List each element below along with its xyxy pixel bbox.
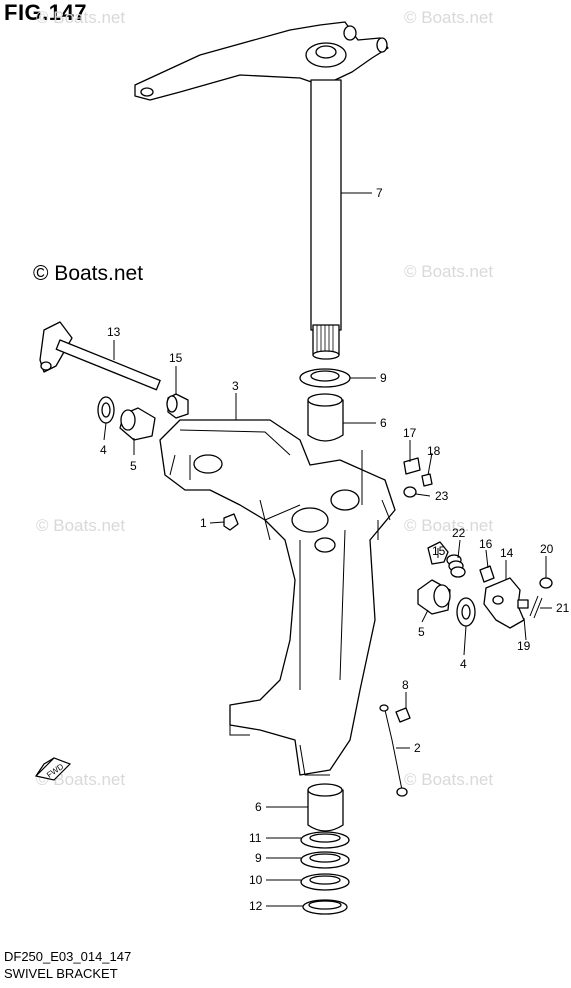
tilt-bushing-right (417, 579, 451, 615)
fwd-arrow-icon: FWD (34, 757, 72, 781)
callout-16: 16 (479, 537, 493, 551)
callout-labels: 7 9 6 3 13 15 4 5 1 17 18 23 15 22 16 14… (100, 186, 570, 913)
callout-22: 22 (452, 526, 466, 540)
watermark: © Boats.net (404, 516, 494, 535)
callout-8: 8 (402, 678, 409, 692)
figure-caption: SWIVEL BRACKET (4, 966, 118, 981)
leader-lines (103, 192, 552, 907)
spring (446, 554, 466, 578)
callout-1: 1 (200, 516, 207, 530)
tilt-rod (39, 321, 161, 391)
nut (539, 577, 553, 589)
washer-10 (300, 873, 350, 891)
washer-left (97, 396, 115, 424)
callout-18: 18 (427, 444, 441, 458)
callout-11: 11 (249, 831, 262, 845)
ground-wire (379, 704, 408, 797)
callout-10: 10 (249, 873, 263, 887)
tilt-bushing-left (119, 407, 156, 441)
screw (421, 473, 433, 487)
washer-9 (300, 851, 350, 869)
callout-7: 7 (376, 186, 383, 200)
tilt-lock-lever (483, 577, 529, 629)
steering-arm (134, 21, 389, 101)
callout-21: 21 (556, 601, 570, 615)
figure-title: FIG.147 (4, 0, 87, 25)
callout-14: 14 (500, 546, 514, 560)
watermark: © Boats.net (36, 516, 126, 535)
steering-shaft (310, 79, 342, 360)
bolt (395, 707, 411, 723)
spring-hook (403, 486, 417, 498)
callout-6: 6 (380, 416, 387, 430)
callout-5: 5 (130, 459, 137, 473)
callout-3: 3 (232, 379, 239, 393)
callout-15b: 15 (432, 544, 446, 558)
callout-12: 12 (249, 899, 263, 913)
grease-nipple (223, 513, 239, 531)
callout-15: 15 (169, 351, 183, 365)
clip (403, 457, 421, 475)
washer-right (456, 597, 476, 627)
callout-17: 17 (403, 426, 417, 440)
watermark: © Boats.net (404, 8, 494, 27)
watermark: © Boats.net (36, 8, 126, 27)
snap-ring (302, 899, 348, 915)
model-code: DF250_E03_014_147 (4, 949, 132, 964)
callout-23: 23 (435, 489, 449, 503)
callout-13: 13 (107, 325, 121, 339)
callout-2: 2 (414, 741, 421, 755)
copyright-notice: © Boats.net (33, 262, 144, 285)
thrust-washer-top (299, 368, 351, 388)
watermark: © Boats.net (404, 262, 494, 281)
swivel-bracket-body (159, 419, 396, 776)
callout-19: 19 (517, 639, 531, 653)
callout-9b: 9 (255, 851, 262, 865)
bushing-bottom (307, 783, 344, 832)
callout-6b: 6 (255, 800, 262, 814)
callout-5b: 5 (418, 625, 425, 639)
cotter-pin (529, 595, 543, 619)
callout-9: 9 (380, 371, 387, 385)
pin (479, 565, 495, 583)
washer-11 (300, 831, 350, 849)
callout-4: 4 (100, 443, 107, 457)
bushing-top (307, 393, 344, 442)
bushing-left (166, 393, 189, 419)
callout-20: 20 (540, 542, 554, 556)
watermark: © Boats.net (404, 770, 494, 789)
callout-4b: 4 (460, 657, 467, 671)
